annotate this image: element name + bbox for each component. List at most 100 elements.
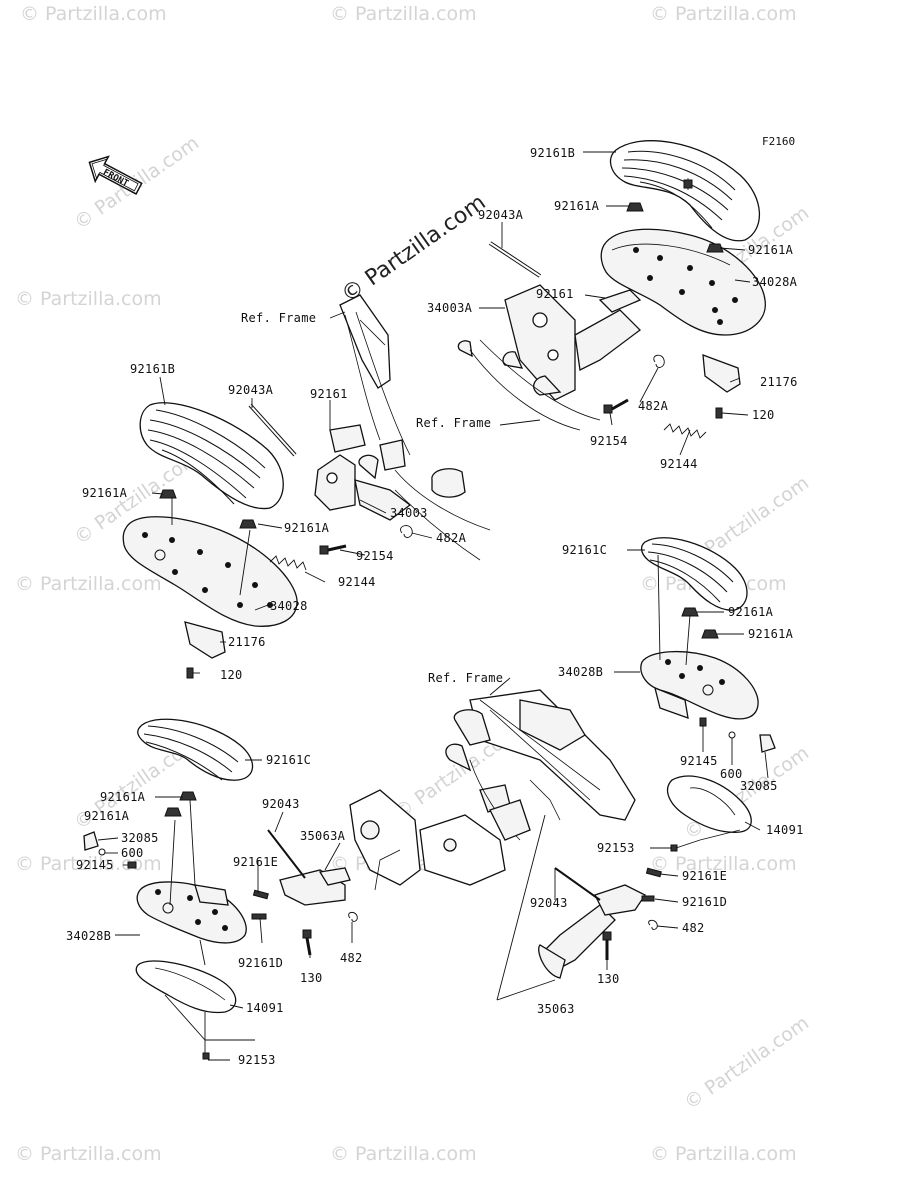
- label-92161D: 92161D: [238, 956, 283, 970]
- label-92161B: 92161B: [530, 146, 575, 160]
- passenger-footboard-right-assembly: [640, 537, 776, 852]
- watermark: © Partzilla.com: [330, 1143, 477, 1165]
- heel-guard-21176: [702, 354, 741, 393]
- label-92161A: 92161A: [728, 605, 774, 619]
- bracket-35063: [538, 867, 662, 979]
- ref-frame-lower: [349, 689, 636, 891]
- label-14091: 14091: [766, 823, 804, 837]
- label-92145: 92145: [76, 858, 114, 872]
- label-92161A: 92161A: [748, 627, 794, 641]
- label-92161D: 92161D: [682, 895, 727, 909]
- bracket-34003: [314, 424, 412, 521]
- label-482: 482: [340, 951, 363, 965]
- label-92161C: 92161C: [266, 753, 311, 767]
- bracket-34003A: [457, 284, 642, 401]
- footboard-34028A: [600, 228, 766, 336]
- heel-guard-21176-left: [184, 621, 226, 659]
- label-32085: 32085: [121, 831, 159, 845]
- grommet-92161A: [239, 519, 257, 529]
- label-92043: 92043: [530, 896, 568, 910]
- watermark: © Partzilla.com: [20, 3, 167, 25]
- label-92145: 92145: [680, 754, 718, 768]
- screw-92153-left: [202, 1052, 210, 1060]
- label-92043: 92043: [262, 797, 300, 811]
- pin-92161E-left: [252, 889, 269, 900]
- rider-footboard-right-assembly: [457, 140, 766, 439]
- label-92161A: 92161A: [100, 790, 146, 804]
- label-92161E: 92161E: [233, 855, 278, 869]
- screw-120-left: [186, 667, 194, 679]
- label-600: 600: [720, 767, 743, 781]
- clip-482A: [653, 354, 665, 368]
- footboard-rubber-92161C-left: [137, 718, 254, 781]
- label-92043A: 92043A: [228, 383, 274, 397]
- bolt-92145-left: [127, 861, 137, 869]
- pin-92161D-left: [251, 913, 267, 920]
- label-130: 130: [300, 971, 323, 985]
- label-92144: 92144: [660, 457, 698, 471]
- label-92043A: 92043A: [478, 208, 524, 222]
- watermark: © Partzilla.com: [15, 853, 162, 875]
- label-92161A: 92161A: [748, 243, 794, 257]
- grommet-92161A: [179, 791, 197, 801]
- label-120: 120: [752, 408, 775, 422]
- cover-14091-right: [667, 775, 752, 833]
- bracket-35063A: [251, 829, 358, 956]
- pin-92043A-left: [248, 403, 297, 457]
- washer-600-left: [98, 848, 106, 856]
- label-34028: 34028: [270, 599, 308, 613]
- label-92144: 92144: [338, 575, 376, 589]
- grommet-92161A: [701, 629, 719, 639]
- passenger-footboard-left-assembly: [83, 718, 254, 1060]
- watermark: © Partzilla.com: [650, 1143, 797, 1165]
- pin-92043A-right: [488, 241, 542, 278]
- label-92153: 92153: [597, 841, 635, 855]
- watermark: © Partzilla.com: [650, 853, 797, 875]
- label-482A: 482A: [638, 399, 669, 413]
- label-92161: 92161: [536, 287, 574, 301]
- cover-14091-left: [135, 960, 237, 1014]
- bolt-130-left: [302, 929, 312, 956]
- label-92161: 92161: [310, 387, 348, 401]
- washer-600: [728, 731, 736, 739]
- leader-lines: [97, 151, 769, 1061]
- label-21176: 21176: [228, 635, 266, 649]
- label-92161A: 92161A: [84, 809, 130, 823]
- footboard-rubber-92161B-right: [609, 140, 761, 242]
- ref-frame-upper: [339, 294, 491, 561]
- label-ref-frame: Ref. Frame: [416, 416, 491, 430]
- watermark: © Partzilla.com: [650, 3, 797, 25]
- label-92161B: 92161B: [130, 362, 175, 376]
- label-35063A: 35063A: [300, 829, 346, 843]
- label-34003: 34003: [390, 506, 428, 520]
- label-482A: 482A: [436, 531, 467, 545]
- part-labels: 92161B 92161A 92043A 92161A 34028A 34003…: [66, 146, 804, 1067]
- label-35063: 35063: [537, 1002, 575, 1016]
- grommet-92161A: [706, 243, 724, 253]
- label-32085: 32085: [740, 779, 778, 793]
- watermark: © Partzilla.com: [15, 288, 162, 310]
- watermark: © Partzilla.com: [15, 573, 162, 595]
- label-ref-frame: Ref. Frame: [241, 311, 316, 325]
- clip-482A-left: [400, 525, 413, 538]
- grommet-92161A: [159, 489, 177, 499]
- label-120: 120: [220, 668, 243, 682]
- label-34028A: 34028A: [752, 275, 798, 289]
- watermark-main: © Partzilla.com: [337, 190, 490, 308]
- label-34028B: 34028B: [66, 929, 111, 943]
- bolt-92154: [603, 398, 629, 414]
- label-34028B: 34028B: [558, 665, 603, 679]
- watermark: © Partzilla.com: [15, 1143, 162, 1165]
- label-92161A: 92161A: [284, 521, 330, 535]
- bolt-92154-left: [319, 544, 347, 555]
- label-34003A: 34003A: [427, 301, 473, 315]
- footboard-34028: [122, 516, 298, 627]
- grommet-92161A: [164, 807, 182, 817]
- grommet-92161A: [681, 607, 699, 617]
- rider-footboard-left-assembly: [122, 402, 413, 679]
- figure-code: F2160: [762, 135, 795, 148]
- label-21176: 21176: [760, 375, 798, 389]
- clip-482-left: [348, 911, 358, 922]
- watermark: © Partzilla.com: [330, 3, 477, 25]
